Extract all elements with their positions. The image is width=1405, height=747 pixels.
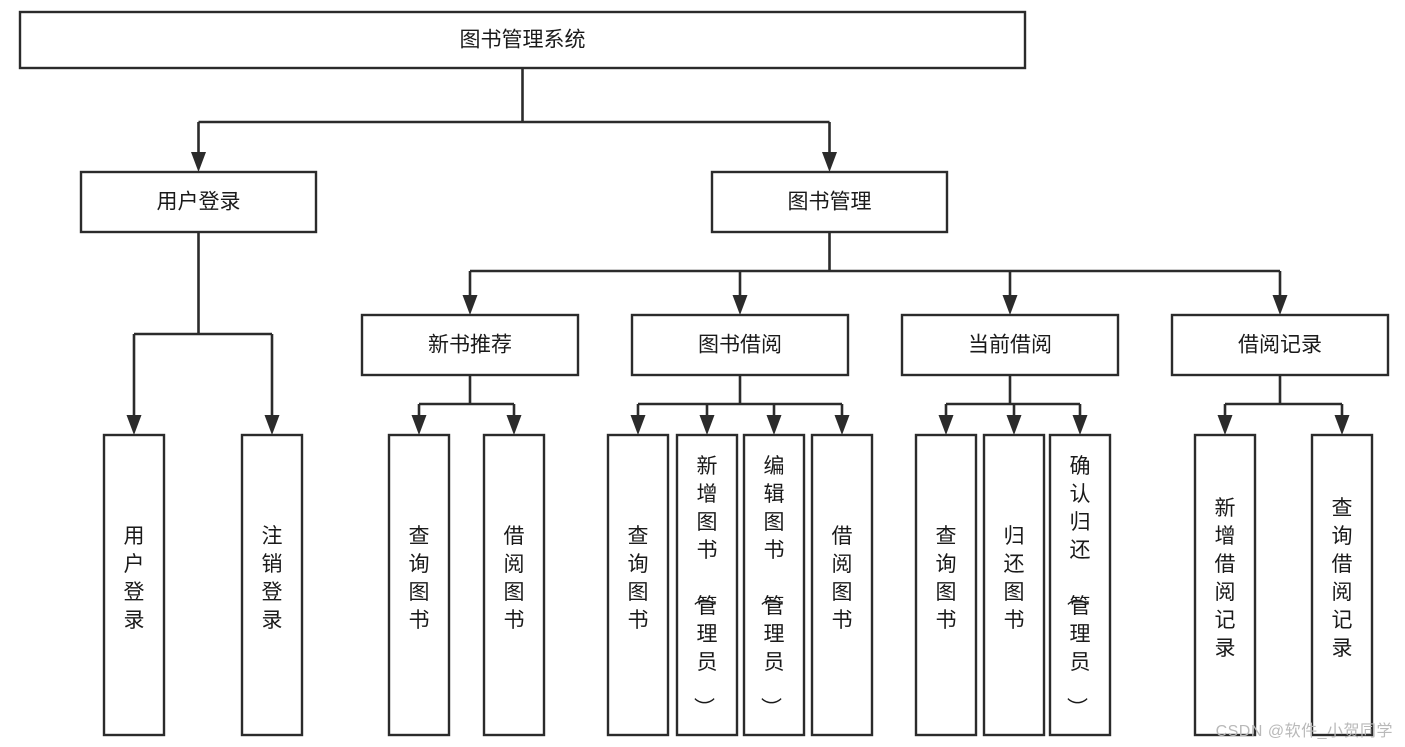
node-box-leaf[interactable]: [810, 433, 874, 737]
connector-layer: [126, 68, 1350, 435]
arrow-head-icon: [411, 415, 427, 435]
connector-group-borrow-record: [1217, 375, 1350, 435]
arrow-head-icon: [1072, 415, 1088, 435]
node-box-level3[interactable]: [1170, 313, 1390, 377]
connector-group-user-login: [126, 232, 280, 435]
node-label: 查询图书: [936, 525, 957, 632]
node-box-leaf[interactable]: [1310, 433, 1374, 737]
arrow-head-icon: [699, 415, 715, 435]
node-leaf-query-book-rec[interactable]: 查询图书: [387, 433, 451, 737]
arrow-head-icon: [126, 415, 142, 435]
arrow-head-icon: [822, 152, 837, 172]
node-label: 编辑图书（管理员）: [759, 455, 785, 718]
arrow-head-icon: [630, 415, 646, 435]
node-leaf-borrow-book[interactable]: 借阅图书: [810, 433, 874, 737]
arrow-head-icon: [462, 295, 478, 315]
connector-group-new-book-recommend: [411, 375, 522, 435]
node-borrow-record[interactable]: 借阅记录: [1170, 313, 1390, 377]
node-box-level3[interactable]: [360, 313, 580, 377]
node-box-leaf[interactable]: [1193, 433, 1257, 737]
node-label: 用户登录: [157, 191, 241, 214]
node-label: 归还图书: [1004, 525, 1025, 632]
node-label: 新书推荐: [428, 334, 512, 357]
node-box-leaf[interactable]: [102, 433, 166, 737]
node-leaf-query-borrow-record[interactable]: 查询借阅记录: [1310, 433, 1374, 737]
arrow-head-icon: [506, 415, 522, 435]
node-label: 图书借阅: [698, 334, 782, 357]
node-box-leaf[interactable]: [606, 433, 670, 737]
node-leaf-edit-book-admin[interactable]: 编辑图书（管理员）: [742, 433, 806, 737]
node-label: 图书管理系统: [460, 29, 586, 52]
node-label: 查询图书: [409, 525, 430, 632]
connector-group-book-borrow: [630, 375, 850, 435]
node-user-login[interactable]: 用户登录: [79, 170, 318, 234]
arrow-head-icon: [1217, 415, 1233, 435]
node-label: 图书管理: [788, 191, 872, 214]
node-leaf-confirm-return-admin[interactable]: 确认归还（管理员）: [1048, 433, 1112, 737]
node-leaf-return-book[interactable]: 归还图书: [982, 433, 1046, 737]
node-label: 当前借阅: [968, 334, 1052, 357]
connector-group-book-manage: [462, 232, 1288, 315]
connector-group-root: [191, 68, 837, 172]
arrow-head-icon: [1006, 415, 1022, 435]
arrow-head-icon: [834, 415, 850, 435]
node-leaf-borrow-book-rec[interactable]: 借阅图书: [482, 433, 546, 737]
connector-group-current-borrow: [938, 375, 1088, 435]
arrow-head-icon: [732, 295, 748, 315]
node-new-book-recommend[interactable]: 新书推荐: [360, 313, 580, 377]
node-box-leaf[interactable]: [675, 433, 739, 737]
node-leaf-logout[interactable]: 注销登录: [240, 433, 304, 737]
node-label: 查询借阅记录: [1332, 497, 1353, 660]
node-label: 新增借阅记录: [1215, 497, 1236, 660]
node-box-leaf[interactable]: [240, 433, 304, 737]
node-box-leaf[interactable]: [982, 433, 1046, 737]
node-leaf-user-login[interactable]: 用户登录: [102, 433, 166, 737]
node-box-root[interactable]: [18, 10, 1027, 70]
node-label: 借阅图书: [832, 525, 853, 632]
node-box-level2[interactable]: [710, 170, 949, 234]
node-box-level3[interactable]: [900, 313, 1120, 377]
node-box-leaf[interactable]: [914, 433, 978, 737]
node-box-leaf[interactable]: [387, 433, 451, 737]
node-label: 查询图书: [628, 525, 649, 632]
arrow-head-icon: [1334, 415, 1350, 435]
arrow-head-icon: [1272, 295, 1288, 315]
node-label: 注销登录: [262, 525, 283, 632]
node-label: 确认归还（管理员）: [1065, 455, 1091, 718]
node-leaf-query-book-current[interactable]: 查询图书: [914, 433, 978, 737]
node-box-level3[interactable]: [630, 313, 850, 377]
node-root[interactable]: 图书管理系统: [18, 10, 1027, 70]
node-label: 借阅图书: [504, 525, 525, 632]
node-book-borrow[interactable]: 图书借阅: [630, 313, 850, 377]
node-leaf-add-book-admin[interactable]: 新增图书（管理员）: [675, 433, 739, 737]
node-current-borrow[interactable]: 当前借阅: [900, 313, 1120, 377]
node-leaf-add-borrow-record[interactable]: 新增借阅记录: [1193, 433, 1257, 737]
arrow-head-icon: [1002, 295, 1018, 315]
arrow-head-icon: [191, 152, 206, 172]
node-layer: 图书管理系统用户登录图书管理新书推荐图书借阅当前借阅借阅记录用户登录注销登录查询…: [18, 10, 1390, 737]
node-label: 新增图书（管理员）: [692, 455, 718, 718]
node-box-level2[interactable]: [79, 170, 318, 234]
arrow-head-icon: [264, 415, 280, 435]
node-box-leaf[interactable]: [1048, 433, 1112, 737]
arrow-head-icon: [938, 415, 954, 435]
node-box-leaf[interactable]: [742, 433, 806, 737]
node-book-manage[interactable]: 图书管理: [710, 170, 949, 234]
node-leaf-query-book-borrow[interactable]: 查询图书: [606, 433, 670, 737]
node-box-leaf[interactable]: [482, 433, 546, 737]
arrow-head-icon: [766, 415, 782, 435]
node-label: 借阅记录: [1238, 334, 1322, 357]
node-label: 用户登录: [124, 525, 145, 632]
